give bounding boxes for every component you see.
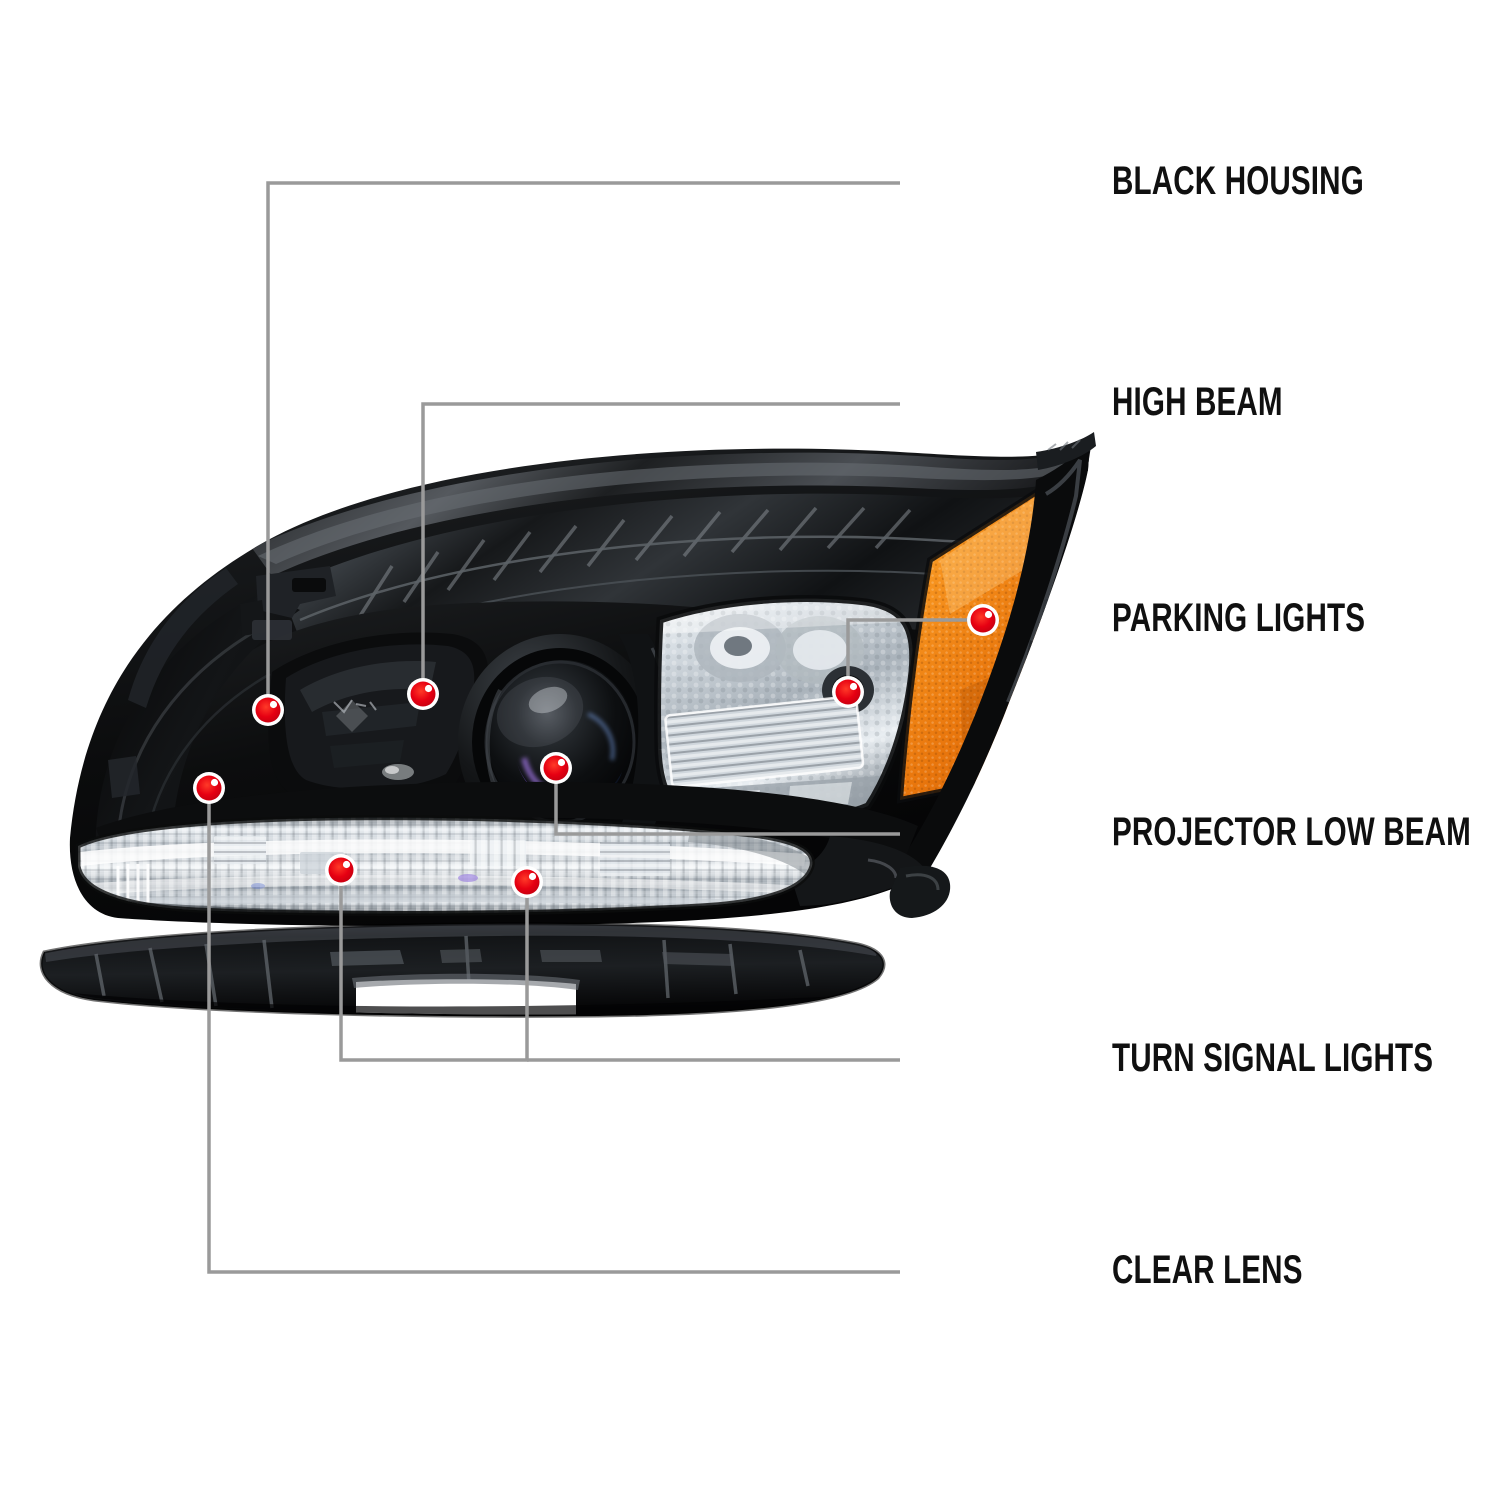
callout-label-parking-lights: PARKING LIGHTS (1112, 596, 1366, 640)
marker-high-beam[interactable] (407, 678, 439, 710)
callout-markers (193, 604, 999, 898)
leader-parking-lights (846, 618, 1090, 692)
marker-parking-lights-amber[interactable] (967, 604, 999, 636)
callout-label-high-beam: HIGH BEAM (1112, 380, 1283, 424)
leader-black-housing (266, 181, 1090, 710)
callout-label-black-housing: BLACK HOUSING (1112, 159, 1364, 203)
callout-label-clear-lens: CLEAR LENS (1112, 1248, 1303, 1292)
lower-bracket (39, 922, 886, 1018)
marker-black-housing[interactable] (252, 694, 284, 726)
leader-high-beam (421, 402, 1090, 694)
leader-projector-low-beam (554, 768, 1090, 836)
marker-clear-lens[interactable] (193, 772, 225, 804)
headlight-housing (39, 432, 1096, 1018)
marker-parking-lights-bulb[interactable] (832, 676, 864, 708)
marker-turn-signal-right[interactable] (511, 866, 543, 898)
leader-clear-lens (207, 788, 1090, 1274)
callout-label-projector-low-beam: PROJECTOR LOW BEAM (1112, 810, 1471, 854)
leader-turn-signal-lights (339, 870, 1090, 1062)
marker-projector-low-beam[interactable] (540, 752, 572, 784)
callout-label-turn-signal-lights: TURN SIGNAL LIGHTS (1112, 1036, 1434, 1080)
marker-turn-signal-left[interactable] (325, 854, 357, 886)
